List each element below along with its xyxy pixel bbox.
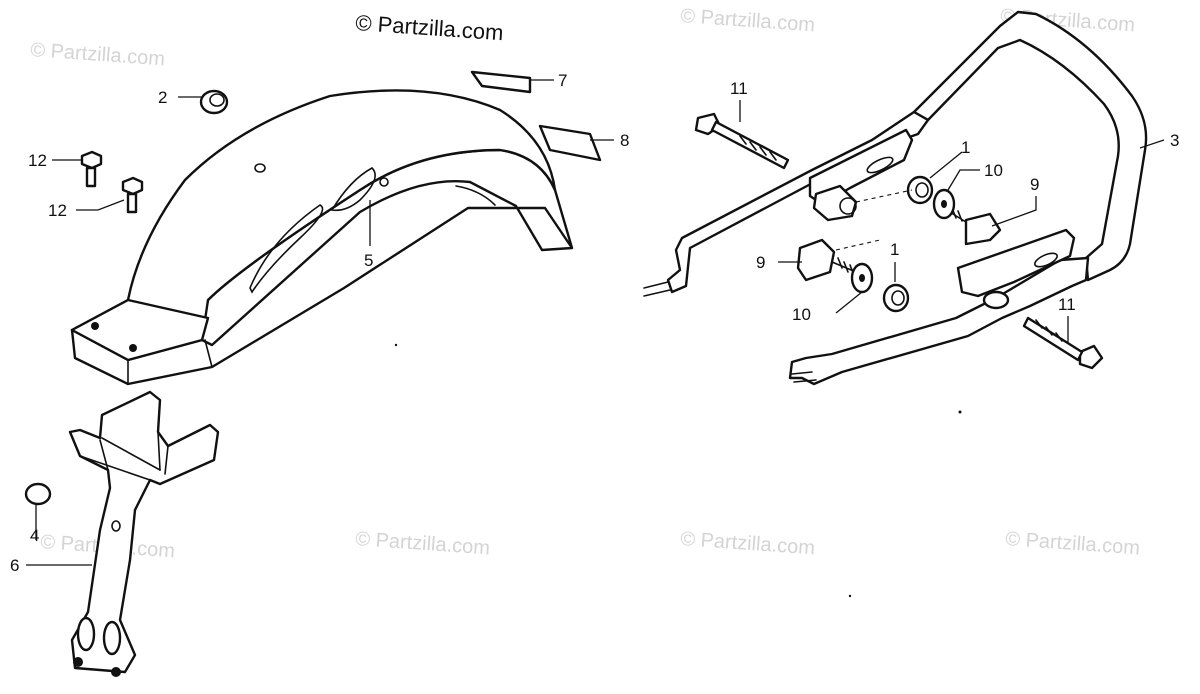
part-11-bolt-lower [1022,316,1104,370]
part-3-grab-rail [643,10,1148,386]
callout-9-lower: 9 [756,253,765,272]
part-12-bolt-lower [121,176,144,214]
callout-4: 4 [30,526,39,545]
part-1-collar-upper [906,175,934,205]
callout-11-upper: 11 [730,79,748,98]
callout-1-upper: 1 [961,138,970,157]
watermark: © Partzilla.com [355,528,491,559]
leader-lines [26,79,1165,566]
part-12-bolt-upper [80,150,103,188]
callout-5: 5 [364,251,373,270]
copyright-text: © Partzilla.com [355,10,505,45]
callout-2: 2 [158,88,167,107]
callout-7: 7 [558,71,567,90]
part-5-rear-fender [70,89,574,386]
scan-specks [394,343,962,598]
part-6-bracket [68,390,220,677]
callout-3: 3 [1170,131,1179,150]
part-11-bolt-upper [694,112,790,170]
watermark: © Partzilla.com [680,5,816,36]
part-4-grommet [24,482,52,506]
part-7-emblem [470,70,532,94]
part-10-washer-lower [850,262,874,294]
part-1-collar-lower [882,283,910,313]
callout-10-lower: 10 [792,305,811,324]
callout-12-upper: 12 [28,151,47,170]
part-8-emblem [538,124,602,162]
part-10-washer-upper [932,188,956,220]
callout-10-upper: 10 [984,161,1003,180]
callout-6: 6 [10,556,19,575]
callout-1-lower: 1 [890,240,899,259]
part-2-grommet [199,89,229,115]
part-9-spacer-lower [796,238,857,282]
assembly-guides [835,189,913,251]
callout-8: 8 [620,131,629,150]
watermark: © Partzilla.com [680,528,816,559]
watermark: © Partzilla.com [1005,528,1141,559]
callout-11-lower: 11 [1058,295,1076,314]
watermark: © Partzilla.com [30,39,166,70]
callout-9-upper: 9 [1030,175,1039,194]
callout-labels: 2 12 12 5 7 8 3 11 11 1 10 9 9 1 10 4 6 [10,71,1179,575]
rail-mount-bushing [812,184,858,222]
callout-12-lower: 12 [48,201,67,220]
